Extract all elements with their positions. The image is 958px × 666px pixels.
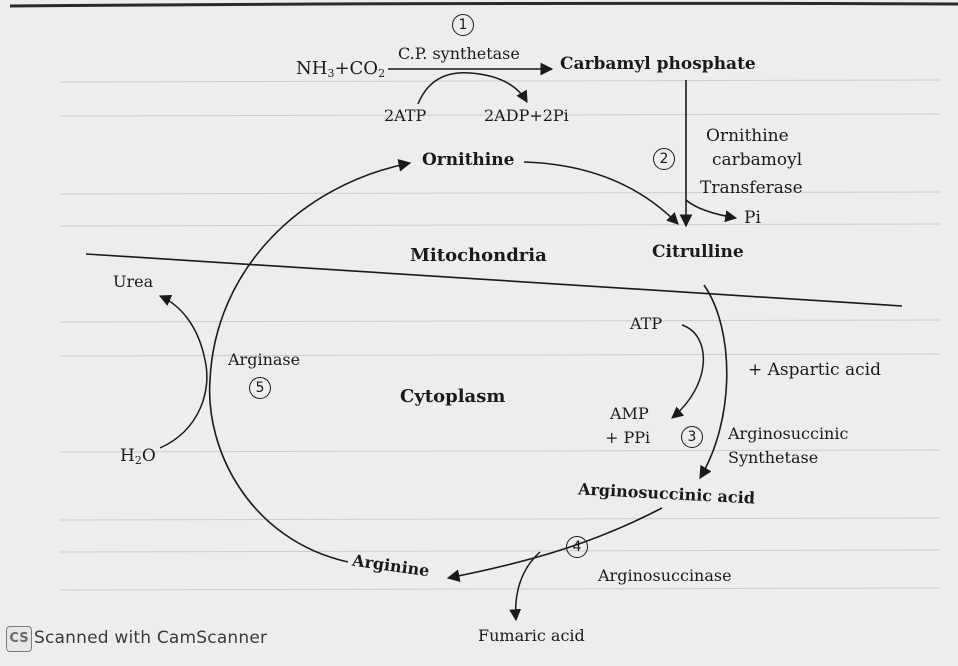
- page-edge: [9, 1, 958, 8]
- as-synthetase-line2: Synthetase: [728, 448, 819, 467]
- otc-line1: Ornithine: [706, 126, 789, 146]
- arrow-arginine-ornithine: [208, 158, 412, 563]
- background-lines: [59, 79, 941, 591]
- cp-synthetase-label: C.P. synthetase: [398, 44, 520, 63]
- otc-line3: Transferase: [700, 178, 803, 198]
- step-number-4: 4: [566, 536, 588, 558]
- mitochondria-label: Mitochondria: [410, 245, 547, 266]
- arrow-atp-adp: [417, 72, 528, 105]
- urea-label: Urea: [113, 272, 154, 291]
- arginase-label: Arginase: [228, 350, 301, 369]
- arginosuccinase-label: Arginosuccinase: [598, 566, 732, 585]
- atp-label: 2ATP: [384, 106, 427, 125]
- ornithine-label: Ornithine: [422, 150, 515, 170]
- adp-pi-label: 2ADP+2Pi: [484, 106, 569, 125]
- substrates-label: NH3+CO2: [296, 58, 386, 80]
- camscanner-logo: CS: [6, 626, 32, 652]
- amp-label: AMP: [610, 404, 649, 423]
- step-number-2: 2: [653, 148, 675, 170]
- as-synthetase-line1: Arginosuccinic: [728, 424, 849, 443]
- aspartic-acid-label: + Aspartic acid: [748, 360, 881, 380]
- citrulline-label: Citrulline: [652, 242, 744, 262]
- step-number-1: 1: [452, 14, 474, 36]
- water-label: H2O: [120, 446, 156, 467]
- membrane-line: [85, 253, 903, 307]
- arrow-water-urea: [158, 294, 208, 449]
- arrow-citrulline-asa: [699, 284, 728, 480]
- cytoplasm-label: Cytoplasm: [400, 386, 506, 407]
- camscanner-watermark: Scanned with CamScanner: [34, 628, 268, 648]
- otc-line2: carbamoyl: [712, 150, 803, 170]
- step-number-5: 5: [249, 377, 271, 399]
- atp-step3-label: ATP: [630, 314, 663, 333]
- fumaric-acid-label: Fumaric acid: [478, 626, 585, 645]
- pi-label: Pi: [744, 208, 761, 228]
- ppi-label: + PPi: [605, 428, 651, 447]
- arrow-atp-amp: [671, 324, 704, 419]
- step-number-3: 3: [681, 426, 703, 448]
- arrow-pi: [685, 199, 738, 223]
- arrow-ornithine-citrulline: [523, 161, 679, 225]
- carbamyl-phosphate-label: Carbamyl phosphate: [560, 54, 756, 74]
- arrow-fumaric: [509, 551, 541, 622]
